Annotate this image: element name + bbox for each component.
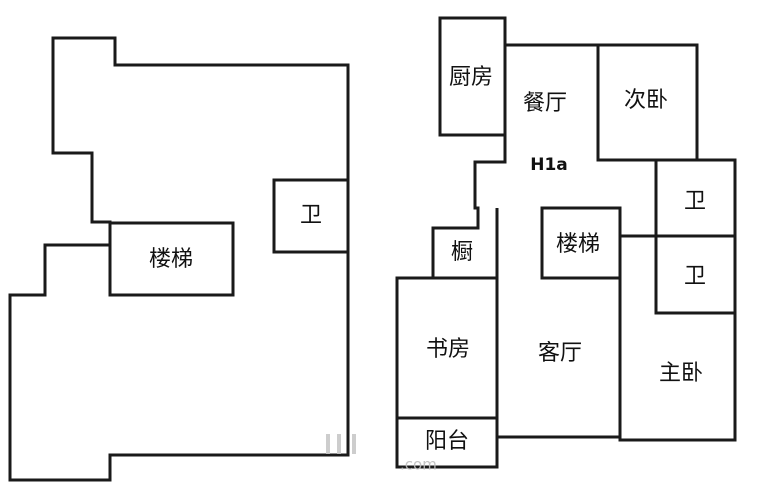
upper-stairs-label: 楼梯 <box>149 247 193 272</box>
master-bedroom-walls <box>618 234 735 440</box>
upper-stairs-room <box>108 221 235 297</box>
watermark-mark-2 <box>337 434 341 454</box>
kitchen-label: 厨房 <box>449 65 493 90</box>
balcony-label: 阳台 <box>425 429 469 454</box>
watermark-text: .com <box>400 456 437 474</box>
upper-bathroom-label: 卫 <box>300 203 322 228</box>
unit-code-label: H1a <box>530 155 568 175</box>
study-label: 书房 <box>426 337 470 362</box>
upper-bathroom-room <box>272 178 350 254</box>
watermark-mark-1 <box>326 434 330 454</box>
lower-stairs-label: 楼梯 <box>556 232 600 257</box>
lower-stairs-room <box>540 206 622 280</box>
watermark-mark-3 <box>352 434 356 454</box>
living-room-label: 客厅 <box>538 341 582 366</box>
bathroom-1-label: 卫 <box>684 189 706 214</box>
cabinet-label: 橱 <box>451 240 473 265</box>
lower-floor-plan: 厨房 次卧 餐厅 H1a 卫 卫 主卧 楼梯 橱 书房 阳台 客厅 <box>395 16 737 469</box>
watermark: .com <box>326 434 437 474</box>
master-bedroom-label: 主卧 <box>659 361 703 386</box>
study-walls <box>397 276 499 467</box>
second-bedroom-label: 次卧 <box>624 88 668 113</box>
second-bedroom-room <box>596 43 699 162</box>
dining-label: 餐厅 <box>523 91 567 116</box>
bathroom-2-label: 卫 <box>684 264 706 289</box>
kitchen-room <box>438 16 507 137</box>
upper-floor-outline <box>8 36 350 482</box>
upper-floor-plan: 楼梯 卫 <box>8 36 350 482</box>
